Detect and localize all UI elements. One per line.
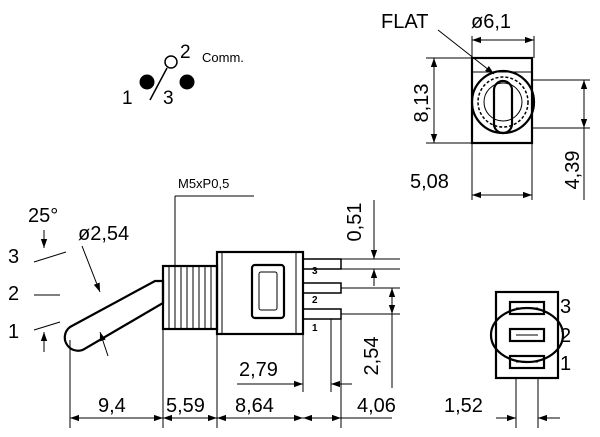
bottom-view: 3 2 1 1,52 bbox=[444, 290, 571, 428]
position-3-label: 3 bbox=[8, 246, 19, 268]
top-view: FLAT ø6,1 8,13 5,08 4,39 bbox=[381, 11, 590, 200]
schematic-pin-1: 1 bbox=[122, 88, 133, 109]
pins-length-label: 4,06 bbox=[357, 395, 396, 417]
bottom-pin-2-label: 2 bbox=[560, 325, 571, 347]
position-2-label: 2 bbox=[8, 283, 19, 305]
body-length-label: 8,64 bbox=[235, 395, 274, 417]
bushing-length-label: 5,59 bbox=[166, 395, 205, 417]
pin-2-side bbox=[302, 282, 342, 294]
body-window-inner bbox=[258, 271, 278, 311]
terminal-3-label: 3 bbox=[312, 266, 318, 277]
body-window bbox=[250, 263, 286, 320]
top-diameter-label: ø6,1 bbox=[471, 11, 511, 33]
bottom-view-body bbox=[494, 290, 560, 380]
flat-label: FLAT bbox=[381, 11, 428, 33]
top-width-label: 5,08 bbox=[410, 171, 449, 193]
pin-3-side bbox=[302, 258, 342, 270]
thread-lines bbox=[168, 266, 212, 329]
top-height-label: 8,13 bbox=[411, 84, 433, 123]
top-depth-label: 4,39 bbox=[562, 151, 584, 190]
position-1-label: 1 bbox=[8, 321, 19, 343]
terminal-3-dot bbox=[179, 74, 195, 90]
angle-label: 25° bbox=[28, 205, 58, 227]
schematic-pin-2: 2 bbox=[180, 42, 191, 63]
pin-offset-label: 2,79 bbox=[239, 359, 278, 381]
terminal-1-dot bbox=[139, 74, 155, 90]
schematic-pin-3: 3 bbox=[163, 88, 174, 109]
pin-1-side bbox=[302, 308, 342, 320]
pin-spacing-label: 2,54 bbox=[361, 337, 383, 376]
thread-spec-label: M5xP0,5 bbox=[178, 176, 229, 191]
lever-diameter-label: ø2,54 bbox=[78, 223, 129, 245]
lever-side bbox=[63, 279, 165, 352]
switch-schematic: 2 Comm. 1 3 bbox=[122, 42, 244, 109]
terminal-1-label: 1 bbox=[312, 323, 318, 334]
schematic-comm-label: Comm. bbox=[202, 50, 244, 65]
side-view: 3 2 1 M5xP0,5 25° 3 2 1 ø2,54 0,51 2,54 bbox=[8, 176, 400, 428]
lever-length-label: 9,4 bbox=[98, 395, 126, 417]
lever-top-view bbox=[492, 79, 514, 135]
common-terminal-icon bbox=[164, 55, 178, 69]
bottom-pin-1 bbox=[508, 354, 546, 370]
bottom-pin-2 bbox=[508, 327, 546, 343]
bushing-side bbox=[161, 264, 219, 331]
inner-circle bbox=[483, 82, 523, 122]
terminal-2-label: 2 bbox=[312, 295, 318, 306]
bottom-pin-1-label: 1 bbox=[560, 353, 571, 375]
pin-gap-label: 0,51 bbox=[344, 203, 366, 242]
switch-blade bbox=[149, 67, 168, 101]
bottom-pin-3-label: 3 bbox=[560, 296, 571, 318]
bottom-pin-3 bbox=[508, 300, 546, 316]
pin-width-label: 1,52 bbox=[444, 395, 483, 417]
thread-circle bbox=[477, 76, 529, 128]
